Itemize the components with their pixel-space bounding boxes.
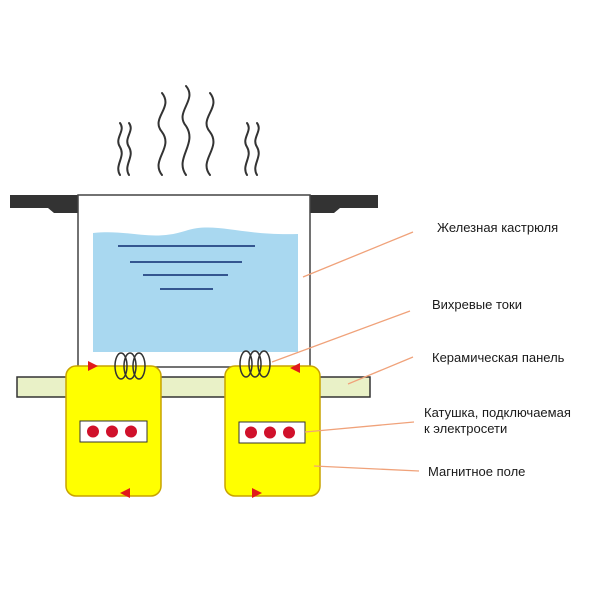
leader-lines xyxy=(271,231,420,472)
label-ceramic-panel: Керамическая панель xyxy=(432,350,565,365)
label-coil-line2: к электросети xyxy=(424,421,508,436)
water-lines xyxy=(118,245,255,290)
steam-icon xyxy=(117,85,260,176)
eddy-current-loops-left xyxy=(114,352,146,380)
label-iron-pot: Железная кастрюля xyxy=(437,220,559,235)
magnetic-field-arrows xyxy=(88,361,300,498)
water xyxy=(93,227,298,352)
coil-right-dots xyxy=(245,426,295,439)
pot-handles xyxy=(10,195,378,213)
label-eddy-currents: Вихревые токи xyxy=(432,297,522,312)
coil-left-dots xyxy=(87,425,137,438)
label-magnetic-field: Магнитное поле xyxy=(428,464,526,479)
label-coil-line1: Катушка, подключаемая xyxy=(424,405,571,420)
eddy-current-loops-right xyxy=(239,350,271,378)
